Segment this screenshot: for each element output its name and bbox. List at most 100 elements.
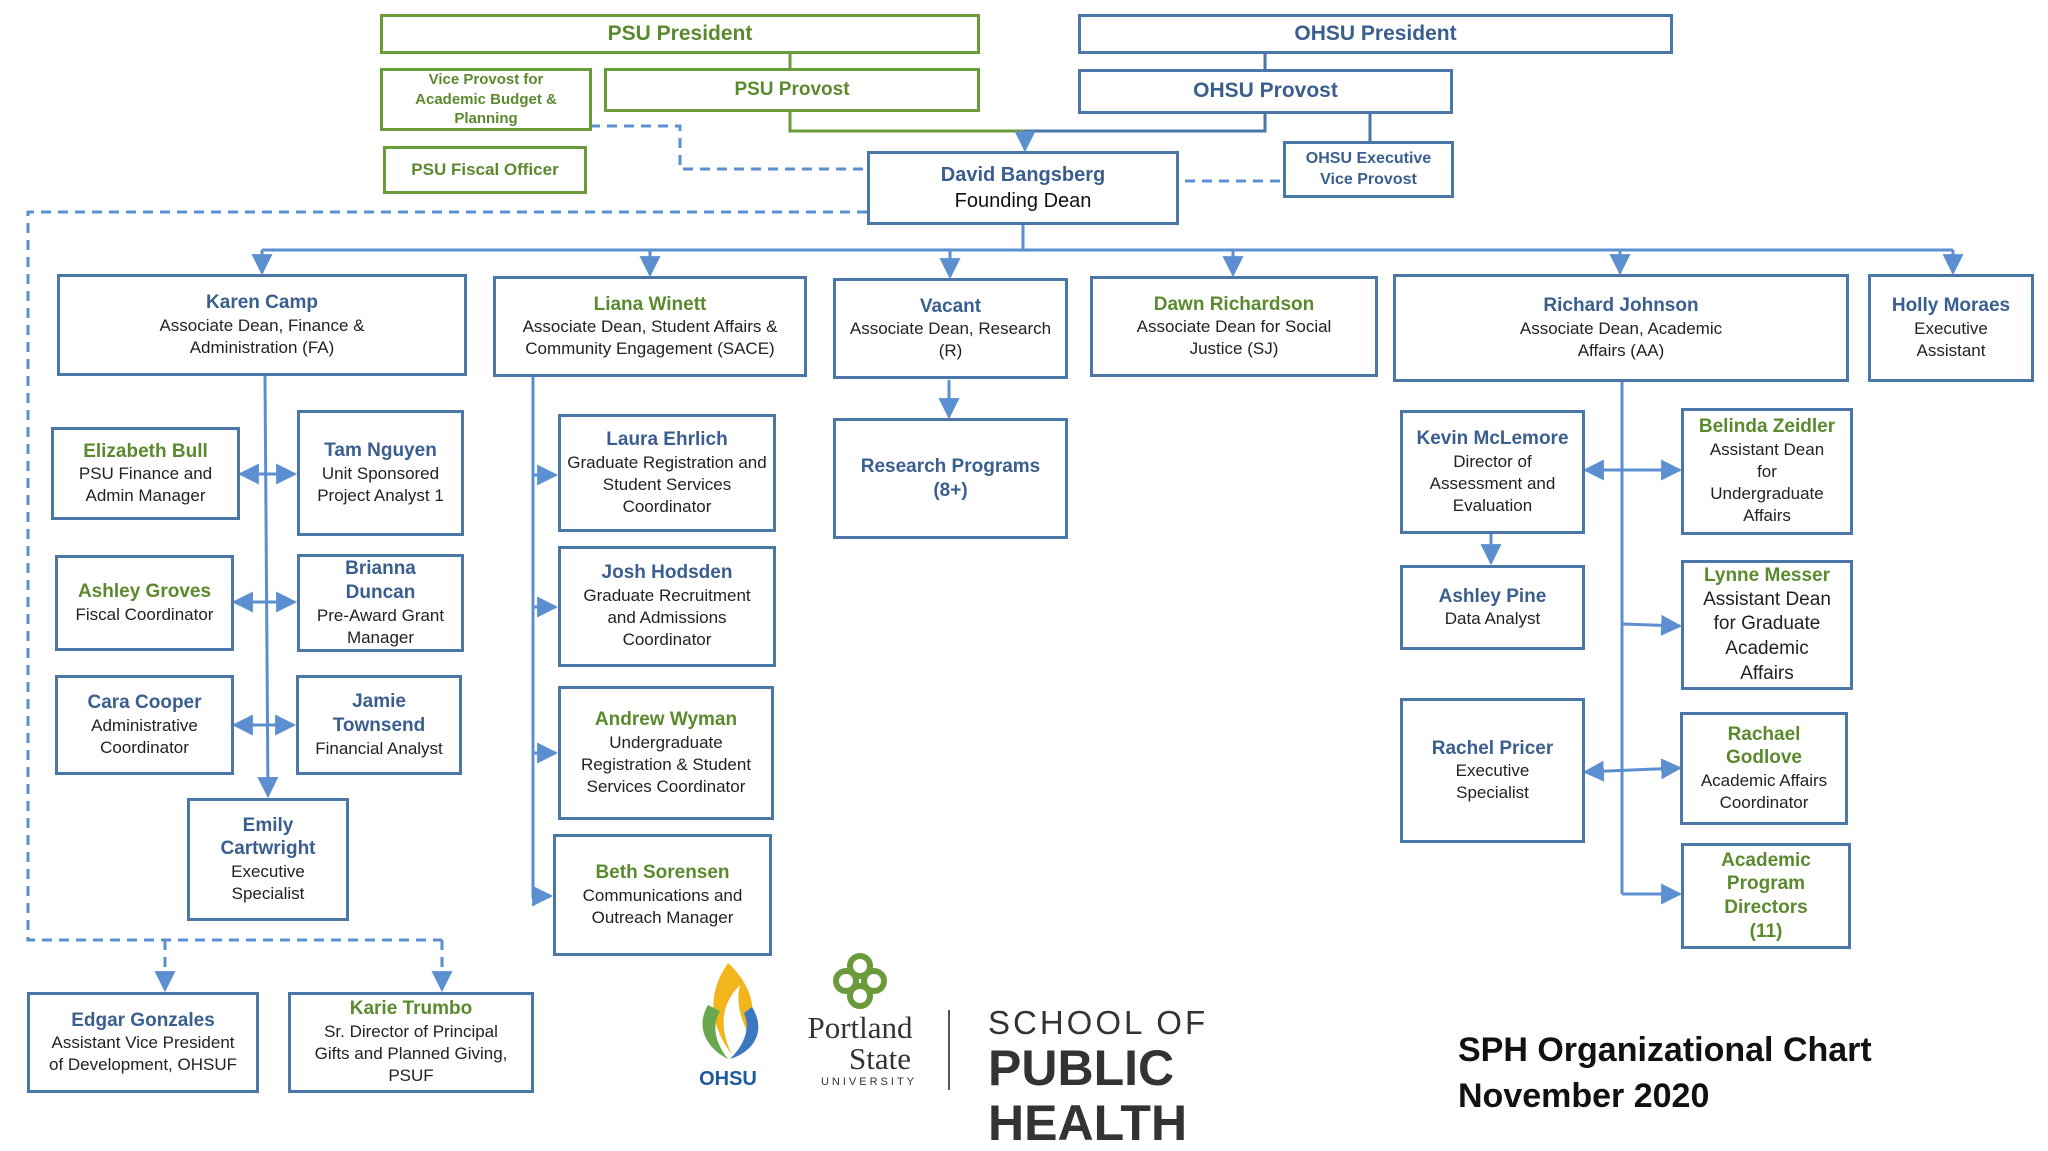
staff-title: Financial Analyst [315, 738, 443, 758]
associate-dean-title: Associate Dean, Finance & Administration… [159, 315, 365, 357]
vp-budget-label: Vice Provost for Academic Budget & Plann… [415, 71, 557, 128]
staff-name: Kevin McLemore [1416, 427, 1569, 449]
dean-box: David Bangsberg Founding Dean [867, 151, 1179, 225]
staff-title: Director of Assessment and Evaluation [1429, 451, 1556, 515]
ohsu-evp-label: OHSU Executive Vice Provost [1305, 149, 1432, 188]
ohsu-logo: OHSU [688, 955, 768, 1095]
staff-name: Cara Cooper [87, 692, 202, 714]
staff-name: Emily Cartwright [220, 814, 316, 860]
staff-box: Ashley Groves Fiscal Coordinator [55, 555, 234, 651]
staff-title: Administrative Coordinator [91, 715, 198, 757]
associate-dean-box: Dawn Richardson Associate Dean for Socia… [1090, 276, 1378, 377]
staff-box: Ashley Pine Data Analyst [1400, 565, 1585, 650]
staff-name: Academic Program Directors (11) [1721, 849, 1811, 942]
staff-box: Belinda Zeidler Assistant Dean for Under… [1681, 408, 1853, 535]
staff-name: Karie Trumbo [349, 998, 473, 1020]
psu-fiscal-officer-box: PSU Fiscal Officer [383, 146, 587, 194]
staff-title: Assistant Dean for Undergraduate Affairs [1709, 440, 1825, 526]
staff-title: Sr. Director of Principal Gifts and Plan… [314, 1022, 508, 1086]
staff-title: Unit Sponsored Project Analyst 1 [317, 463, 444, 505]
logo-divider [948, 1010, 950, 1090]
ohsu-evp-box: OHSU Executive Vice Provost [1283, 141, 1454, 198]
dean-name: David Bangsberg [940, 163, 1106, 186]
staff-box: Tam Nguyen Unit Sponsored Project Analys… [297, 410, 464, 536]
sph-line1: SCHOOL OF [988, 1004, 1209, 1041]
executive-assistant-box: Holly Moraes Executive Assistant [1868, 274, 2034, 382]
associate-dean-name: Liana Winett [593, 293, 707, 315]
staff-box: Elizabeth Bull PSU Finance and Admin Man… [51, 427, 240, 520]
ohsu-logo-text: OHSU [699, 1068, 757, 1090]
staff-box: Andrew Wyman Undergraduate Registration … [558, 686, 774, 820]
ohsu-flame-icon [702, 963, 759, 1059]
staff-box: Rachel Pricer Executive Specialist [1400, 698, 1585, 843]
staff-title: Data Analyst [1444, 609, 1541, 629]
associate-dean-box: Liana Winett Associate Dean, Student Aff… [493, 276, 807, 377]
staff-name: Brianna Duncan [345, 558, 416, 603]
staff-box: Karie Trumbo Sr. Director of Principal G… [288, 992, 534, 1093]
staff-name: Elizabeth Bull [83, 440, 208, 462]
staff-box: Rachael Godlove Academic Affairs Coordin… [1680, 712, 1848, 825]
staff-name: Jamie Townsend [332, 691, 426, 736]
staff-title: PSU Finance and Admin Manager [78, 464, 213, 506]
ohsu-president-label: OHSU President [1294, 21, 1457, 45]
staff-title: Assistant Dean for Graduate Academic Aff… [1703, 588, 1831, 684]
staff-name: Rachael Godlove [1725, 723, 1802, 769]
footer-date-line: November 2020 [1458, 1076, 1710, 1115]
ohsu-president-box: OHSU President [1078, 14, 1673, 54]
staff-title: Executive Specialist [1455, 761, 1530, 803]
psu-provost-label: PSU Provost [734, 79, 850, 101]
staff-box: Emily Cartwright Executive Specialist [187, 798, 349, 921]
staff-title: Graduate Registration and Student Servic… [567, 452, 767, 516]
associate-dean-title: Associate Dean, Student Affairs & Commun… [522, 317, 778, 359]
psu-provost-box: PSU Provost [604, 68, 980, 112]
staff-name: Edgar Gonzales [71, 1009, 215, 1031]
research-programs-label: Research Programs (8+) [860, 455, 1041, 501]
staff-name: Beth Sorensen [595, 862, 730, 884]
psu-name-line1: Portland [807, 1010, 913, 1045]
associate-dean-box: Karen Camp Associate Dean, Finance & Adm… [57, 274, 467, 376]
chart-footer-title: SPH Organizational Chart November 2020 [1458, 1028, 1872, 1120]
staff-name: Andrew Wyman [594, 708, 738, 730]
staff-name: Rachel Pricer [1431, 737, 1554, 759]
staff-title: Communications and Outreach Manager [582, 885, 743, 927]
staff-box: Kevin McLemore Director of Assessment an… [1400, 410, 1585, 534]
staff-box: Josh Hodsden Graduate Recruitment and Ad… [558, 546, 776, 667]
staff-box: Academic Program Directors (11) [1681, 843, 1851, 949]
staff-name: Belinda Zeidler [1698, 416, 1836, 438]
staff-box: Lynne Messer Assistant Dean for Graduate… [1681, 560, 1853, 690]
staff-title: Assistant Vice President of Development,… [48, 1033, 237, 1075]
sph-logo: SCHOOL OF PUBLIC HEALTH [988, 1004, 1378, 1151]
psu-name-line3: UNIVERSITY [820, 1075, 917, 1088]
staff-name: Tam Nguyen [324, 440, 437, 462]
staff-name: Ashley Groves [77, 581, 212, 603]
vp-budget-box: Vice Provost for Academic Budget & Plann… [380, 68, 592, 131]
staff-name: Josh Hodsden [601, 562, 733, 584]
staff-title: Graduate Recruitment and Admissions Coor… [583, 586, 751, 650]
associate-dean-title: Associate Dean for Social Justice (SJ) [1136, 317, 1332, 359]
associate-dean-title: Executive Assistant [1914, 318, 1988, 360]
staff-title: Fiscal Coordinator [75, 604, 214, 624]
psu-president-box: PSU President [380, 14, 980, 54]
associate-dean-box: Vacant Associate Dean, Research (R) [833, 278, 1068, 379]
associate-dean-box: Richard Johnson Associate Dean, Academic… [1393, 274, 1849, 382]
associate-dean-title: Associate Dean, Research (R) [849, 319, 1052, 361]
staff-title: Executive Specialist [231, 862, 305, 904]
staff-box: Brianna Duncan Pre-Award Grant Manager [297, 554, 464, 652]
ohsu-provost-label: OHSU Provost [1193, 79, 1338, 103]
psu-president-label: PSU President [607, 21, 753, 45]
associate-dean-name: Richard Johnson [1543, 295, 1699, 317]
staff-title: Undergraduate Registration & Student Ser… [580, 732, 752, 796]
staff-box: Jamie Townsend Financial Analyst [296, 675, 462, 775]
associate-dean-title: Associate Dean, Academic Affairs (AA) [1519, 318, 1723, 360]
psu-emblem-icon [833, 953, 887, 1009]
staff-title: Pre-Award Grant Manager [316, 605, 445, 647]
psu-logo: Portland State UNIVERSITY [795, 950, 925, 1095]
associate-dean-name: Karen Camp [206, 292, 318, 314]
ohsu-provost-box: OHSU Provost [1078, 69, 1453, 114]
dean-title: Founding Dean [954, 189, 1092, 212]
staff-box: Laura Ehrlich Graduate Registration and … [558, 414, 776, 532]
staff-title: Academic Affairs Coordinator [1700, 771, 1828, 813]
staff-box: Edgar Gonzales Assistant Vice President … [27, 992, 259, 1093]
